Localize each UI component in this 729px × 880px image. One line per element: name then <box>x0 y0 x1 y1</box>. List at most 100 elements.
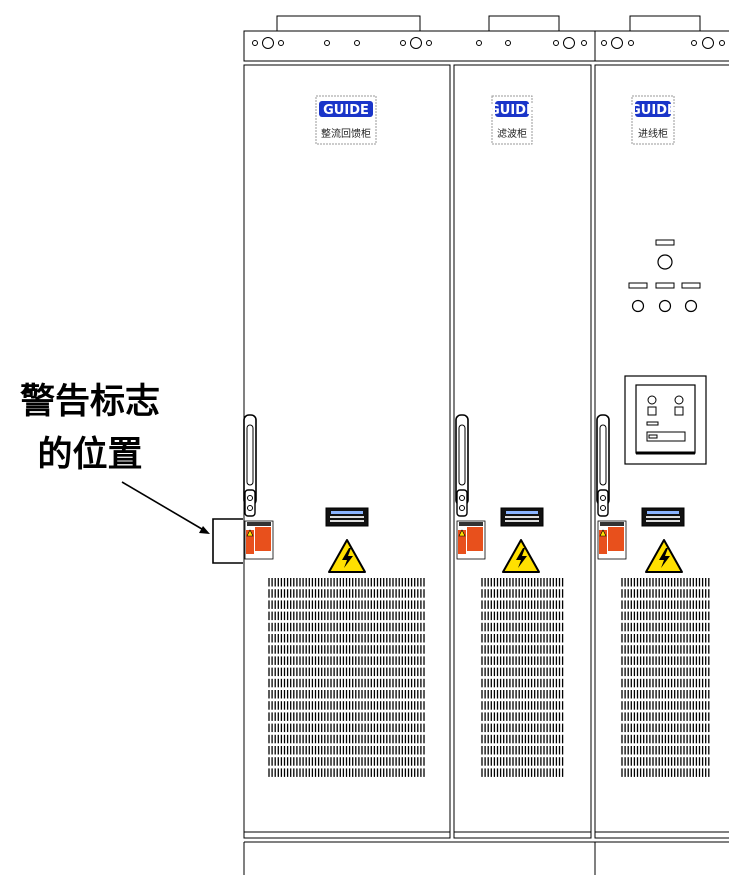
louver-row <box>481 768 564 777</box>
lightning-bolt-icon <box>659 548 670 568</box>
rating-plate-line <box>330 520 364 522</box>
louver-row <box>268 746 425 755</box>
ventilation-louver <box>621 578 710 777</box>
warning-label-text-block <box>255 527 271 551</box>
louver-row <box>268 589 425 598</box>
louver-row <box>621 578 710 587</box>
callout-arrowhead <box>199 526 210 534</box>
louver-row <box>268 656 425 665</box>
brand-logo-bg <box>495 101 529 117</box>
lifting-lug <box>488 15 560 31</box>
louver-row <box>481 757 564 766</box>
lifting-lug <box>276 15 421 31</box>
indicator-lamp <box>657 254 673 270</box>
ventilation-louver <box>481 578 564 777</box>
louver-row <box>621 645 710 654</box>
rail-bolt <box>702 37 714 49</box>
lock-hole <box>459 505 465 511</box>
warning-label-text-block <box>608 527 624 551</box>
louver-row <box>268 600 425 609</box>
louver-row <box>621 746 710 755</box>
louver-row <box>268 678 425 688</box>
louver-row <box>268 667 425 677</box>
handle-grip <box>458 424 466 486</box>
callout-arrow-line <box>121 481 208 533</box>
brand-logo: GUIDE <box>489 103 535 118</box>
louver-row <box>621 611 710 621</box>
rating-plate-line <box>646 516 680 518</box>
top-rail <box>243 30 729 62</box>
louver-row <box>621 734 710 744</box>
rail-bolt <box>581 40 587 46</box>
rail-bolt <box>400 40 406 46</box>
rail-bolt <box>628 40 634 46</box>
lightning-bolt-icon <box>342 548 353 568</box>
brand-logo-bg <box>635 101 671 117</box>
louver-row <box>481 600 564 609</box>
rating-plate-stripe <box>647 511 679 514</box>
louver-row <box>268 768 425 777</box>
warning-mini-triangle <box>246 529 254 537</box>
louver-row <box>621 701 710 710</box>
rail-bolt <box>553 40 559 46</box>
rail-bolt <box>278 40 284 46</box>
breaker-button <box>647 406 657 416</box>
louver-row <box>481 690 564 699</box>
lock-hole <box>459 495 465 501</box>
louver-row <box>481 678 564 688</box>
rating-plate-line <box>505 516 539 518</box>
lamp-label <box>655 239 675 246</box>
louver-row <box>621 768 710 777</box>
louver-row <box>268 701 425 710</box>
rail-bolt <box>601 40 607 46</box>
louver-row <box>268 757 425 766</box>
rating-plate-line <box>505 520 539 522</box>
cabinet-name: 整流回馈柜 <box>321 127 371 140</box>
louver-row <box>268 578 425 587</box>
door-panel <box>243 64 451 839</box>
lamp-label <box>681 282 701 289</box>
warning-label-header <box>600 522 624 526</box>
louver-row <box>621 667 710 677</box>
rail-bolt <box>354 40 360 46</box>
louver-row <box>481 701 564 710</box>
louver-row <box>621 757 710 766</box>
louver-row <box>268 712 425 721</box>
rating-plate-stripe <box>331 511 363 514</box>
warning-label-header <box>247 522 271 526</box>
lock-hole <box>600 495 606 501</box>
louver-row <box>621 622 710 632</box>
louver-row <box>481 634 564 643</box>
louver-row <box>621 712 710 721</box>
louver-row <box>481 712 564 721</box>
louver-row <box>268 723 425 733</box>
louver-row <box>481 723 564 733</box>
handle-grip <box>599 424 607 486</box>
lock-hole <box>247 495 253 501</box>
lamp-label <box>628 282 648 289</box>
breaker-tag <box>646 421 659 426</box>
louver-row <box>481 611 564 621</box>
louver-row <box>621 634 710 643</box>
louver-row <box>481 589 564 598</box>
ventilation-louver <box>268 578 425 777</box>
indicator-lamp <box>631 299 645 313</box>
breaker-indicator <box>674 395 684 405</box>
breaker-button <box>674 406 684 416</box>
warning-label-strip <box>458 530 466 554</box>
lock-body <box>456 489 468 517</box>
rating-plate-line <box>330 516 364 518</box>
louver-row <box>621 656 710 665</box>
rail-bolt <box>262 37 274 49</box>
lock-body <box>244 489 256 517</box>
lock-hole <box>247 505 253 511</box>
callout-bracket <box>212 518 243 564</box>
lock-body <box>597 489 609 517</box>
louver-row <box>481 746 564 755</box>
louver-row <box>621 600 710 609</box>
lamp-label <box>655 282 675 289</box>
louver-row <box>268 645 425 654</box>
warning-label-strip <box>599 530 607 554</box>
